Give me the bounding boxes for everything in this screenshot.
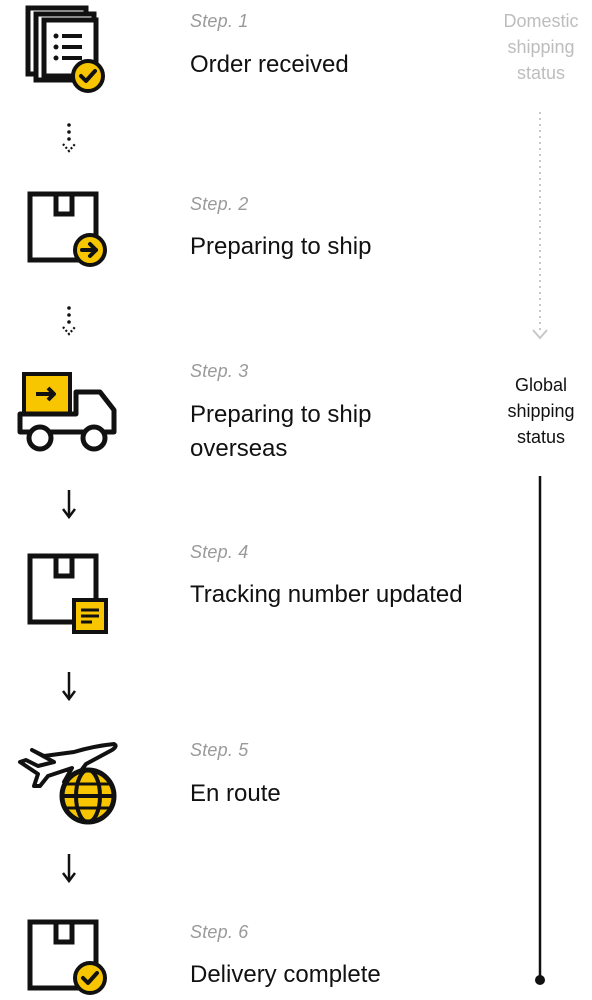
step-5: Step. 5 En route — [0, 728, 470, 828]
step-label: Step. 3 — [190, 361, 249, 381]
step-6: Step. 6 Delivery complete — [0, 912, 470, 1000]
arrow-down-icon — [62, 672, 76, 702]
arrow-down-icon — [62, 854, 76, 884]
dotted-arrow-icon — [62, 306, 76, 336]
order-list-check-icon — [25, 5, 105, 93]
step-title: Tracking number updated — [190, 581, 463, 608]
step-title: Order received — [190, 51, 349, 78]
step-title: Delivery complete — [190, 961, 381, 988]
step-label: Step. 6 — [190, 922, 249, 942]
domestic-shipping-status-label: Domestic shipping status — [503, 11, 579, 83]
domestic-status-dotted-line — [532, 112, 548, 340]
global-shipping-status-label: Global shipping status — [507, 375, 575, 447]
step-title: Preparing to ship — [190, 233, 372, 260]
step-label: Step. 2 — [190, 194, 249, 214]
step-3: Step. 3 Preparing to ship overseas — [0, 356, 470, 466]
step-label: Step. 4 — [190, 542, 249, 562]
dotted-arrow-icon — [62, 123, 76, 153]
airplane-globe-icon — [18, 742, 118, 825]
step-1: Step. 1 Order received — [0, 0, 470, 100]
truck-icon — [17, 372, 117, 452]
box-arrow-icon — [27, 191, 107, 267]
step-title: Preparing to ship overseas — [190, 401, 372, 462]
global-status-line — [535, 476, 545, 985]
step-title: En route — [190, 780, 281, 807]
step-label: Step. 5 — [190, 740, 249, 760]
box-document-icon — [27, 553, 108, 634]
step-4: Step. 4 Tracking number updated — [0, 540, 470, 650]
step-2: Step. 2 Preparing to ship — [0, 180, 470, 280]
box-check-icon — [27, 919, 107, 995]
arrow-down-icon — [62, 490, 76, 520]
step-label: Step. 1 — [190, 11, 249, 31]
